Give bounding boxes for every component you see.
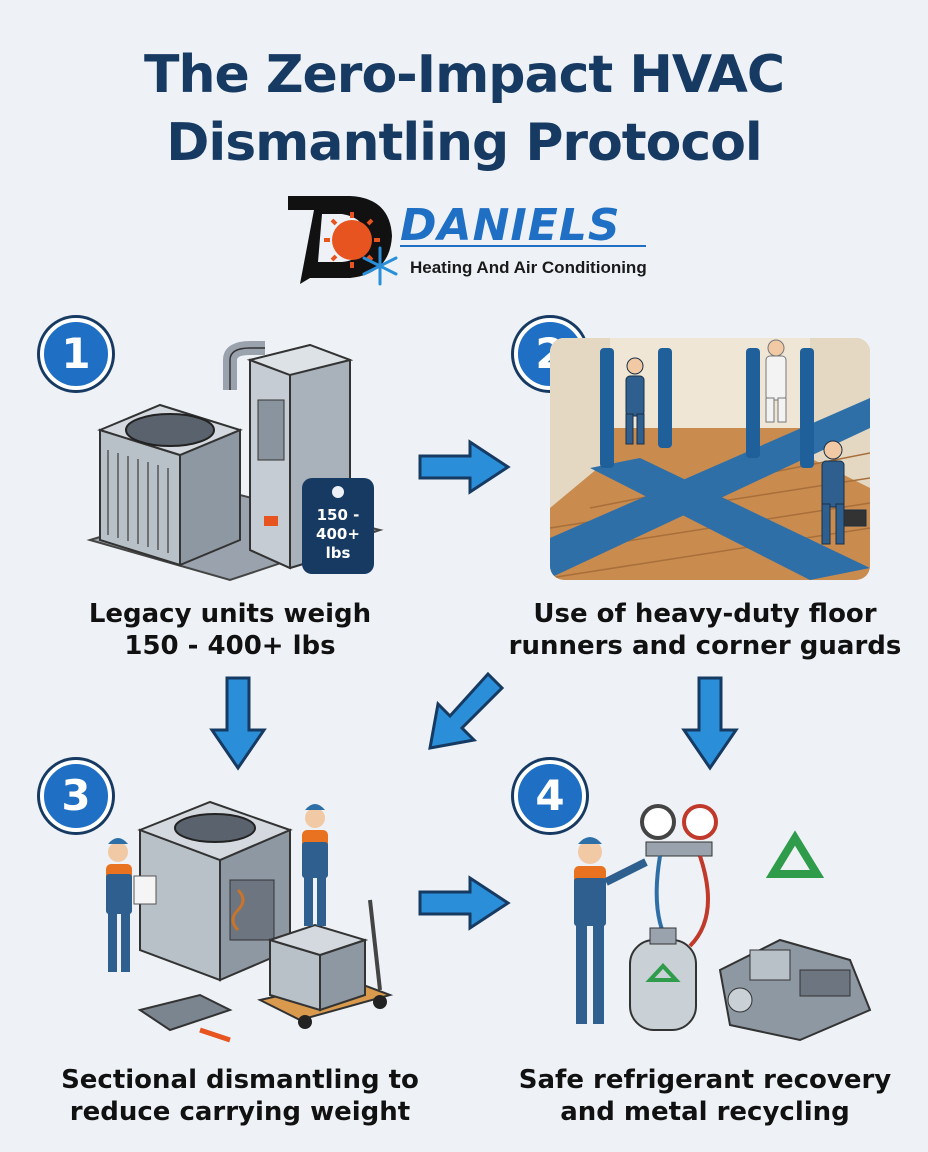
step-4-caption: Safe refrigerant recovery and metal recy…	[500, 1064, 910, 1128]
logo-tagline: Heating And Air Conditioning	[410, 258, 647, 277]
page-title-line-2: Dismantling Protocol	[166, 113, 763, 173]
step-2-caption-line-2: runners and corner guards	[508, 631, 902, 661]
step-3-caption-line-1: Sectional dismantling to	[61, 1065, 419, 1095]
step-3-caption-line-2: reduce carrying weight	[69, 1097, 411, 1127]
step-1-badge: 1	[40, 318, 112, 390]
step-1-caption-line-1: Legacy units weigh	[88, 599, 372, 629]
weight-tag-line-1: 150 -	[316, 506, 360, 524]
step-4-badge: 4	[514, 760, 586, 832]
step-3-illustration	[106, 800, 394, 1043]
arrow-down-icon	[209, 676, 267, 771]
step-2-illustration	[550, 338, 870, 580]
step-1-illustration	[86, 341, 384, 582]
weight-tag-line-2: 400+	[316, 525, 360, 543]
logo-brand-text: DANIELS	[400, 200, 621, 251]
arrow-down-icon	[681, 676, 739, 771]
step-2-caption-line-1: Use of heavy-duty floor	[533, 599, 877, 629]
weight-tag-line-3: lbs	[325, 544, 351, 562]
step-2-caption: Use of heavy-duty floor runners and corn…	[500, 598, 910, 662]
step-3-caption: Sectional dismantling to reduce carrying…	[40, 1064, 440, 1128]
daniels-logo	[288, 196, 646, 286]
arrow-right-icon	[418, 439, 511, 495]
step-4-caption-line-1: Safe refrigerant recovery	[518, 1065, 892, 1095]
arrow-down-left-icon	[428, 672, 505, 750]
step-3-badge: 3	[40, 760, 112, 832]
step-4-illustration	[574, 804, 872, 1042]
arrow-right-icon	[418, 875, 511, 931]
step-4-caption-line-2: and metal recycling	[560, 1097, 850, 1127]
weight-tag-text: 150 - 400+ lbs	[302, 506, 374, 563]
step-1-caption-line-2: 150 - 400+ lbs	[124, 631, 336, 661]
page-title-line-1: The Zero-Impact HVAC	[143, 45, 785, 105]
step-1-caption: Legacy units weigh 150 - 400+ lbs	[40, 598, 420, 662]
